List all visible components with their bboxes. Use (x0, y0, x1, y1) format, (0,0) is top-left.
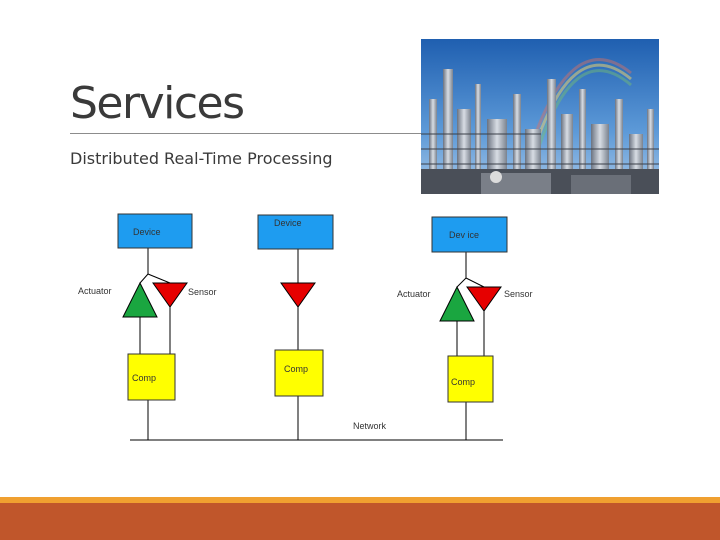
device-label: Device (133, 227, 161, 237)
comp-box (447, 355, 494, 403)
device-label: Dev ice (449, 230, 479, 240)
sensor-label: Sensor (188, 287, 217, 297)
sensor-link (465, 277, 485, 288)
actuator-link (456, 277, 467, 288)
slide-subtitle: Distributed Real-Time Processing (70, 149, 333, 168)
sensor-triangle (466, 286, 502, 312)
actuator-label: Actuator (397, 289, 431, 299)
refinery-photo (421, 39, 659, 194)
sensor-triangle (152, 282, 188, 308)
title-underline (70, 133, 422, 134)
actuator-triangle (122, 281, 158, 318)
device-box (431, 216, 508, 253)
slide-title: Services (70, 78, 245, 129)
comp-box (127, 353, 176, 401)
sensor-link (147, 273, 171, 284)
device-box (117, 213, 193, 249)
actuator-label: Actuator (78, 286, 112, 296)
accent-bar (0, 503, 720, 540)
sensor-label: Sensor (504, 289, 533, 299)
accent-bar-top (0, 497, 720, 503)
comp-label: Comp (451, 377, 475, 387)
device-box (257, 214, 334, 250)
comp-box (274, 349, 324, 397)
comp-label: Comp (132, 373, 156, 383)
comp-label: Comp (284, 364, 308, 374)
device-label: Device (274, 218, 302, 228)
actuator-triangle (439, 285, 475, 322)
sensor-triangle (280, 282, 316, 308)
actuator-link (139, 273, 149, 284)
network-label: Network (353, 421, 387, 431)
